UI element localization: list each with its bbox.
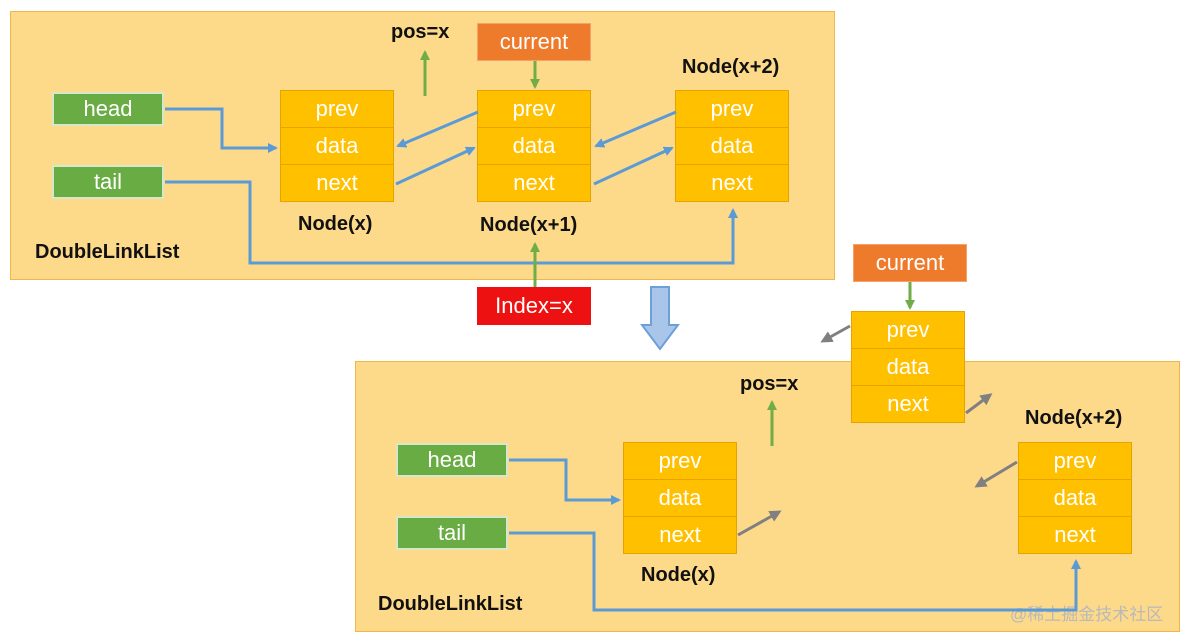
top-node-x: prev data next	[280, 90, 394, 202]
bottom-node-x-caption: Node(x)	[641, 564, 716, 586]
bottom-node-x2-next: next	[1018, 516, 1132, 554]
bottom-removed-node-data: data	[851, 348, 965, 386]
top-head-arrow	[165, 107, 278, 153]
bottom-removed-next-dangling	[965, 393, 993, 415]
top-head-pointer: head	[52, 92, 164, 126]
top-current-pointer: current	[477, 23, 591, 61]
bottom-node-x2-caption: Node(x+2)	[1025, 407, 1123, 429]
bottom-removed-node: prev data next	[851, 311, 965, 423]
bottom-node-x2: prev data next	[1018, 442, 1132, 554]
top-node-x1-next: next	[477, 164, 591, 202]
top-node-x-next: next	[280, 164, 394, 202]
bottom-removed-prev-dangling	[820, 324, 851, 343]
top-node-x1-data: data	[477, 127, 591, 165]
top-node-x2: prev data next	[675, 90, 789, 202]
top-node-x2-data: data	[675, 127, 789, 165]
bottom-head-arrow	[509, 458, 621, 505]
bottom-node-x-next: next	[623, 516, 737, 554]
bottom-pos-label: pos=x	[740, 373, 799, 395]
top-node-x1: prev data next	[477, 90, 591, 202]
top-index-marker: Index=x	[477, 287, 591, 325]
top-list-label: DoubleLinkList	[35, 241, 180, 263]
top-node-x2-prev-arrow	[594, 110, 677, 148]
bottom-removed-node-prev: prev	[851, 311, 965, 349]
top-tail-arrow	[165, 180, 738, 265]
top-node-x-prev: prev	[280, 90, 394, 128]
bottom-tail-pointer: tail	[396, 516, 508, 550]
bottom-tail-arrow	[509, 531, 1081, 612]
top-pos-label: pos=x	[391, 21, 450, 43]
bottom-node-x-data: data	[623, 479, 737, 517]
bottom-list-label: DoubleLinkList	[378, 593, 523, 615]
top-node-x1-prev: prev	[477, 90, 591, 128]
top-node-x2-caption: Node(x+2)	[682, 56, 780, 78]
top-node-x-caption: Node(x)	[298, 213, 373, 235]
transition-down-arrow	[640, 286, 680, 351]
top-node-x-next-arrow	[395, 146, 476, 186]
bottom-node-x-next-dangling	[737, 510, 782, 537]
top-node-x1-caption: Node(x+1)	[480, 214, 578, 236]
bottom-node-x: prev data next	[623, 442, 737, 554]
top-node-x-data: data	[280, 127, 394, 165]
top-node-x2-next: next	[675, 164, 789, 202]
bottom-node-x2-prev-dangling	[974, 460, 1018, 488]
bottom-node-x2-data: data	[1018, 479, 1132, 517]
top-tail-pointer: tail	[52, 165, 164, 199]
top-node-x1-next-arrow	[593, 146, 674, 186]
bottom-current-pointer: current	[853, 244, 967, 282]
bottom-head-pointer: head	[396, 443, 508, 477]
top-node-x2-prev: prev	[675, 90, 789, 128]
bottom-removed-node-next: next	[851, 385, 965, 423]
top-node-x1-prev-arrow	[396, 110, 479, 148]
